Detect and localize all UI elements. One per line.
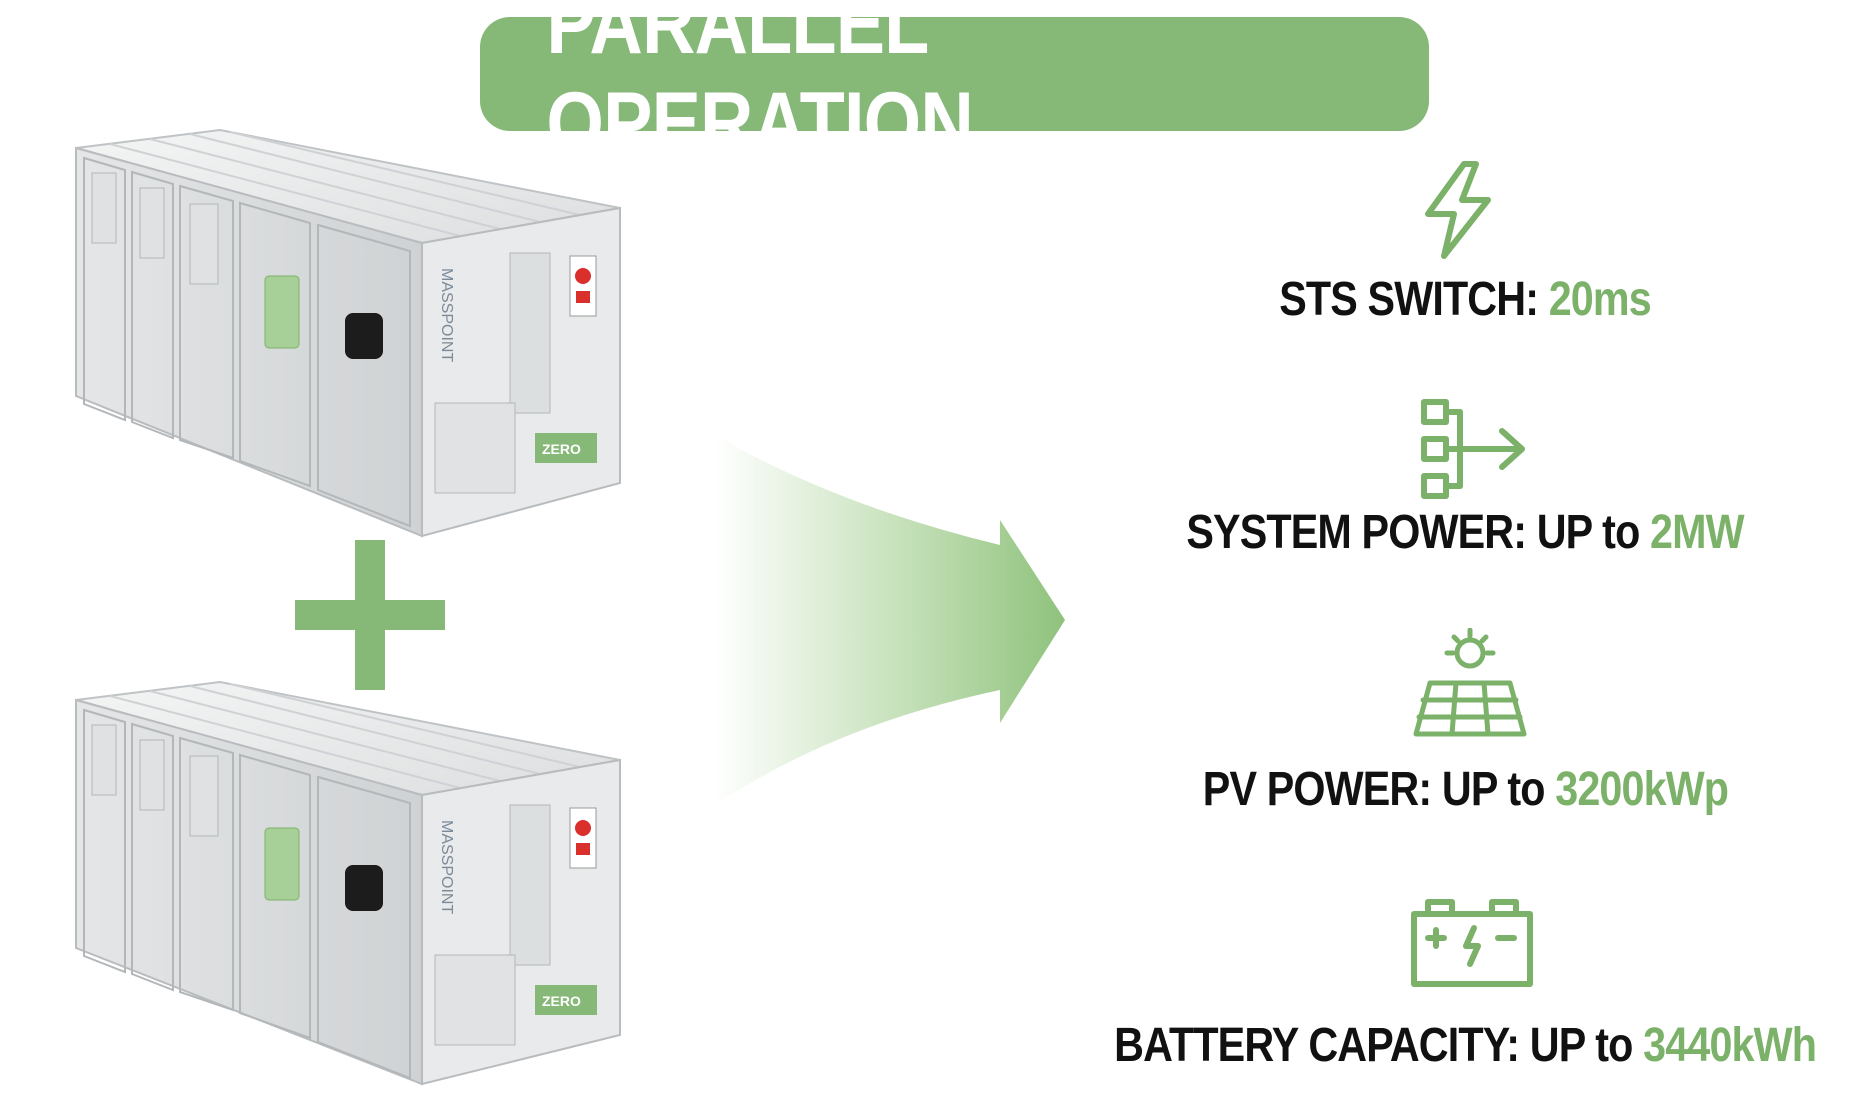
system-flow-icon (1421, 399, 1525, 499)
feature-sts-switch: STS SWITCH: 20ms (1015, 272, 1874, 327)
feature-label: BATTERY CAPACITY: UP to (1114, 1019, 1633, 1072)
feature-label: STS SWITCH: (1279, 273, 1539, 326)
feature-value: 2MW (1649, 506, 1745, 559)
lightning-icon (1425, 161, 1491, 259)
feature-value: 3440kWh (1643, 1019, 1817, 1072)
feature-system-power: SYSTEM POWER: UP to 2MW (1015, 505, 1874, 560)
feature-label: SYSTEM POWER: UP to (1186, 506, 1640, 559)
page-title-banner: PARALLEL OPERATION (480, 0, 1429, 171)
plus-icon (295, 540, 445, 690)
container-badge-top: ZERO (542, 441, 581, 457)
container-image-bottom: MASSPOINT ZERO (75, 680, 621, 1086)
container-badge-bottom: ZERO (542, 993, 581, 1009)
feature-value: 3200kWp (1554, 763, 1729, 816)
container-brand-bottom: MASSPOINT (438, 820, 455, 914)
feature-value: 20ms (1548, 273, 1652, 326)
feature-label: PV POWER: UP to (1202, 763, 1545, 816)
feature-pv-power: PV POWER: UP to 3200kWp (1015, 762, 1874, 817)
feature-battery-capacity: BATTERY CAPACITY: UP to 3440kWh (1015, 1018, 1874, 1073)
container-brand-top: MASSPOINT (438, 268, 455, 362)
page-title: PARALLEL OPERATION (546, 0, 973, 171)
battery-icon (1411, 899, 1533, 987)
arrow-right-icon (715, 435, 1065, 805)
container-image-top: MASSPOINT ZERO (75, 128, 621, 538)
solar-panel-icon (1413, 628, 1527, 737)
